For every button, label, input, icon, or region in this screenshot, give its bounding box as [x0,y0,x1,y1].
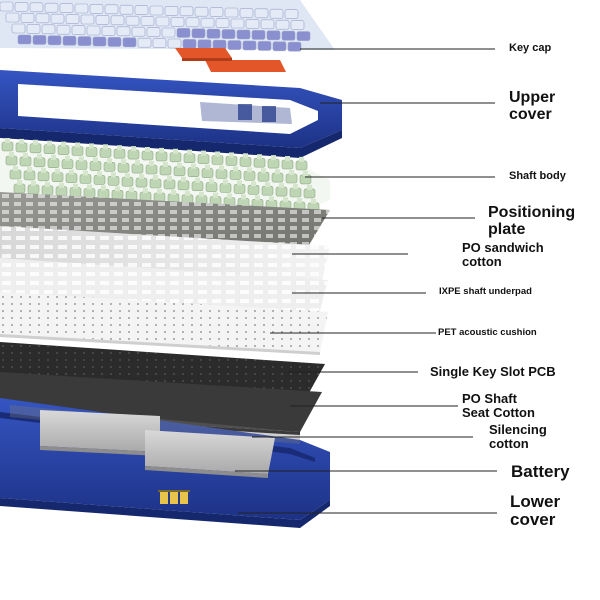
label-po-shaft-seat-cotton: PO Shaft Seat Cotton [462,391,535,421]
upper-cover-part [0,70,342,158]
label-lower-cover: Lower cover [510,492,561,530]
label-shaft-body: Shaft body [509,170,566,182]
label-ixpe-shaft-underpad: IXPE shaft underpad [439,286,532,297]
label-pet-acoustic-cushion: PET acoustic cushion [438,327,537,338]
keycap-layer [0,0,335,72]
battery-part [40,410,275,478]
label-upper-cover: Upper cover [509,89,556,124]
label-silencing-cotton: Silencing cotton [489,422,547,452]
label-single-key-slot-pcb: Single Key Slot PCB [430,364,556,379]
leader-lines [235,48,497,514]
label-po-sandwich-cotton: PO sandwich cotton [462,240,544,270]
label-key-cap: Key cap [509,42,552,54]
pet-cushion-part [0,292,328,355]
label-positioning-plate: Positioning plate [488,204,576,239]
label-battery: Battery [511,462,570,481]
